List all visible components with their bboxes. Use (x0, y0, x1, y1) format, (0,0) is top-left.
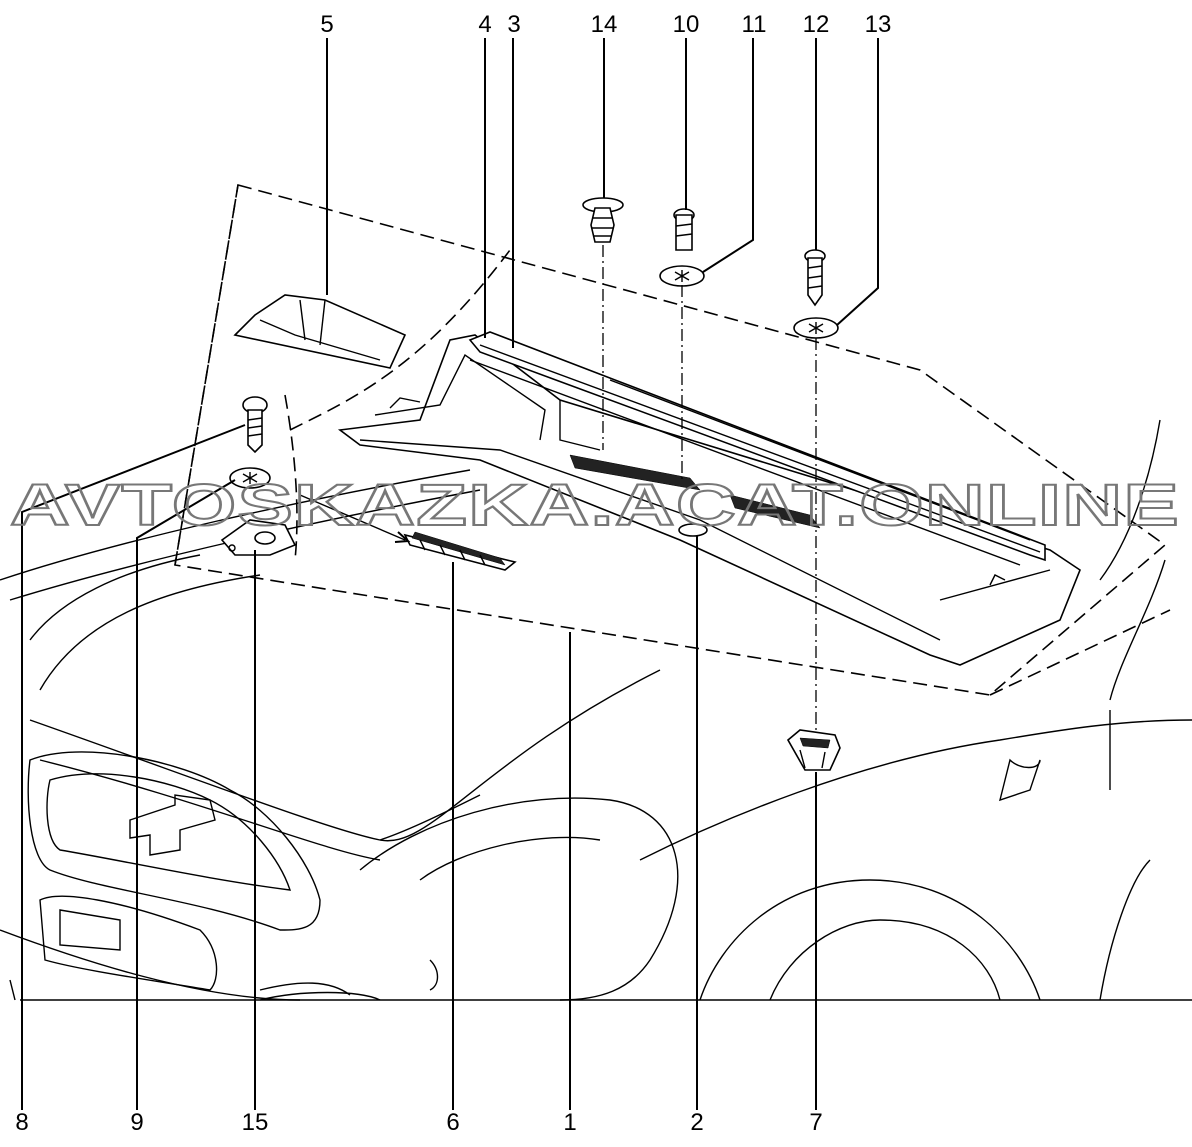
assembly-boundary (174, 183, 1171, 696)
callout-10: 10 (673, 11, 700, 38)
callout-4: 4 (478, 11, 491, 38)
callout-1: 1 (563, 1109, 576, 1136)
callout-15: 15 (242, 1109, 269, 1136)
car-body-outline (0, 419, 1192, 1001)
callout-3: 3 (507, 11, 520, 38)
callout-12: 12 (803, 11, 830, 38)
bolt-part-10 (673, 208, 695, 251)
leader-lines (21, 38, 879, 1110)
callout-5: 5 (320, 11, 333, 38)
callout-13: 13 (865, 11, 892, 38)
callout-11: 11 (742, 11, 767, 38)
callout-9: 9 (130, 1109, 143, 1136)
clip-part-15 (220, 519, 297, 556)
center-lines (602, 245, 817, 730)
cover-part-5 (233, 294, 407, 369)
screw-part-12 (804, 249, 826, 307)
cowl-vent-panel (337, 334, 1081, 666)
washer-part-11 (659, 265, 705, 287)
filter-strip-part-6 (403, 531, 517, 571)
arrowhead-6 (394, 531, 411, 543)
clip-nut-part-7 (786, 729, 841, 771)
callout-7: 7 (809, 1109, 822, 1136)
cowl-seal-strip (468, 331, 1046, 566)
arrow-6 (299, 494, 406, 541)
callout-labels: 5 4 3 14 10 11 12 13 8 9 15 6 1 2 7 (15, 11, 891, 1136)
callout-8: 8 (15, 1109, 28, 1136)
callout-6: 6 (446, 1109, 459, 1136)
washer-part-13 (793, 317, 839, 339)
push-clip-part-14 (582, 197, 624, 243)
callout-14: 14 (591, 11, 618, 38)
watermark-text: AVTOSKAZKA.ACAT.ONLINE (10, 473, 1180, 538)
washer-part-9 (229, 467, 271, 489)
callout-2: 2 (690, 1109, 703, 1136)
screw-part-8 (242, 396, 268, 454)
